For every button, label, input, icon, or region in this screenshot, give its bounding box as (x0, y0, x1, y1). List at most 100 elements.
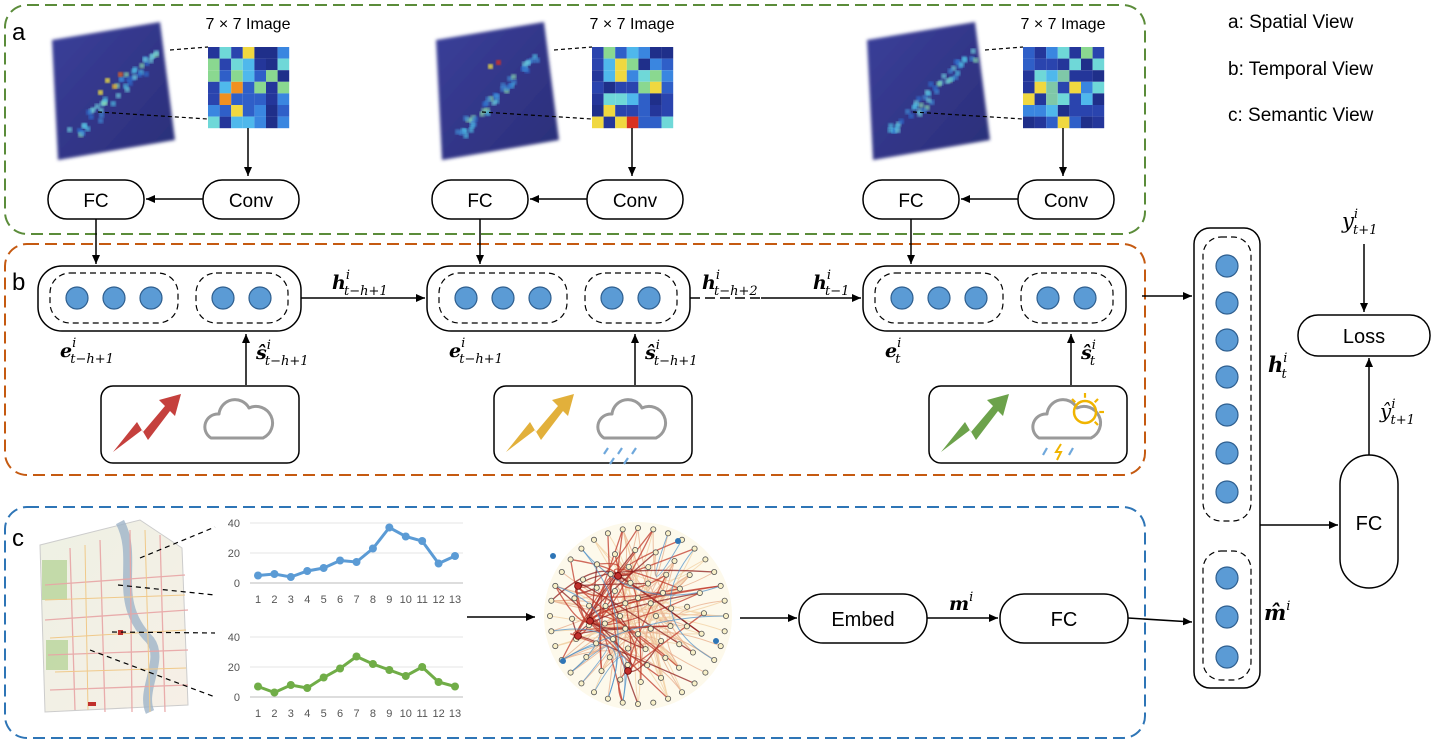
heatmap-cell (142, 57, 148, 63)
x-tick-label: 12 (432, 594, 444, 606)
heatmap-cell (67, 127, 73, 133)
graph-hub-node (624, 667, 632, 675)
image-size-label: 7 × 7 Image (1021, 16, 1106, 33)
heatmap-cell (115, 93, 121, 99)
graph-node (647, 625, 654, 632)
graph-blue-node (550, 553, 556, 559)
grid-cell (1046, 93, 1058, 105)
hidden-node (139, 286, 163, 310)
heatmap-cell (934, 89, 940, 95)
zoom-line (481, 111, 593, 120)
heatmap-cell (522, 61, 528, 67)
heatmap-cell (127, 80, 133, 86)
grid-cell (603, 70, 616, 82)
trend-arrow-icon (941, 394, 1009, 452)
grid-cell (650, 81, 662, 94)
city-map (39, 519, 189, 714)
h-label-sup: i (346, 268, 350, 283)
graph-node (698, 630, 705, 637)
heatmap-cell (896, 121, 902, 127)
grid-cell (242, 58, 255, 71)
heatmap-cell (488, 96, 494, 102)
grid-cell (626, 105, 639, 117)
heatmap-slab (867, 22, 990, 160)
grid-cell (626, 81, 639, 94)
data-point (286, 573, 295, 581)
heatmap-cell (98, 118, 104, 124)
conv-label: Conv (229, 191, 274, 212)
h-label-sub: t−1 (825, 284, 849, 299)
conv-label: Conv (1044, 191, 1089, 212)
graph-edge-strong (574, 581, 694, 654)
graph-node (702, 669, 709, 676)
heatmap-slab (436, 22, 559, 160)
data-point (336, 664, 345, 673)
heatmap-cell (504, 88, 510, 94)
grid-cell (277, 105, 290, 117)
heatmap-cell (529, 57, 535, 63)
h-label-base: h (332, 272, 346, 294)
hidden-node (600, 286, 624, 310)
graph-hub-node (586, 617, 594, 625)
graph-node (578, 680, 585, 687)
heatmap-cell (491, 100, 497, 106)
graph-node (662, 654, 669, 661)
grid-cell (266, 47, 278, 59)
x-tick-label: 9 (386, 708, 392, 720)
lstm-cell-box (862, 265, 1127, 332)
heatmap-cell (484, 107, 490, 113)
graph-node (583, 654, 590, 661)
grid-cell (603, 81, 616, 94)
s-label-sup: i (656, 338, 660, 353)
heatmap-cell (507, 83, 513, 89)
trend-arrow-icon (506, 394, 574, 452)
embedding-group (874, 272, 1004, 324)
grid-cell (208, 81, 220, 94)
cloud-icon (596, 398, 668, 440)
grid-cell (626, 70, 639, 82)
data-point (385, 523, 394, 532)
x-tick-label: 6 (337, 594, 343, 606)
graph-hub-node (614, 572, 622, 580)
grid-cell (1069, 93, 1081, 105)
heatmap-hotspot (105, 78, 110, 83)
grid-cell (1023, 93, 1035, 105)
grid-cell (242, 47, 255, 59)
grid-cell (1034, 58, 1047, 71)
heatmap-cell (82, 123, 88, 129)
heatmap-cell (949, 76, 955, 82)
x-tick-label: 8 (370, 594, 376, 606)
grid-cell (266, 70, 278, 82)
heatmap-cell (913, 103, 919, 109)
grid-cell (592, 47, 604, 59)
heatmap-cell (143, 71, 149, 77)
graph-node (642, 646, 649, 653)
heatmap-cell (149, 54, 155, 60)
graph-node (650, 699, 657, 706)
heatmap-cell (932, 85, 938, 91)
grid-cell (638, 81, 650, 94)
graph-node (571, 595, 578, 602)
grid-cell (242, 105, 255, 117)
grid-cell (1057, 47, 1070, 59)
graph-node (652, 549, 659, 556)
graph-node (637, 678, 644, 685)
e-label-sub: t−h+1 (70, 352, 114, 367)
output-m-label: m̂i (1264, 599, 1290, 625)
x-tick-label: 2 (271, 594, 277, 606)
grid-cell (650, 47, 662, 59)
x-tick-label: 5 (321, 708, 327, 720)
graph-node (593, 561, 600, 568)
rain-drop-icon (1068, 447, 1074, 456)
hidden-node (528, 286, 552, 310)
graph-node (622, 600, 629, 607)
heatmap-cell (132, 66, 138, 72)
grid-cell (254, 47, 266, 59)
graph-node (552, 582, 559, 589)
spatial-fc-label: FC (898, 191, 923, 212)
data-point (270, 570, 279, 578)
graph-edge (668, 574, 694, 653)
